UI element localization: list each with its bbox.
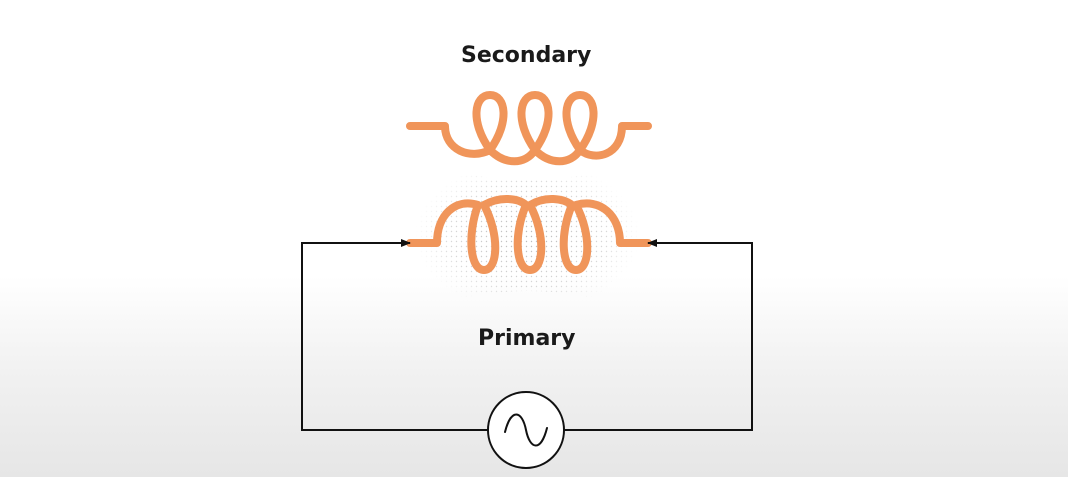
left-current-arrow: [401, 239, 411, 247]
secondary-coil: [406, 91, 652, 166]
right-current-arrow: [647, 239, 657, 247]
circuit-wire: [301, 242, 753, 431]
primary-label: Primary: [478, 326, 576, 351]
primary-coil: [406, 195, 652, 274]
ac-sine-icon: [487, 391, 565, 469]
secondary-label: Secondary: [461, 43, 592, 68]
magnetic-field: [410, 155, 645, 317]
